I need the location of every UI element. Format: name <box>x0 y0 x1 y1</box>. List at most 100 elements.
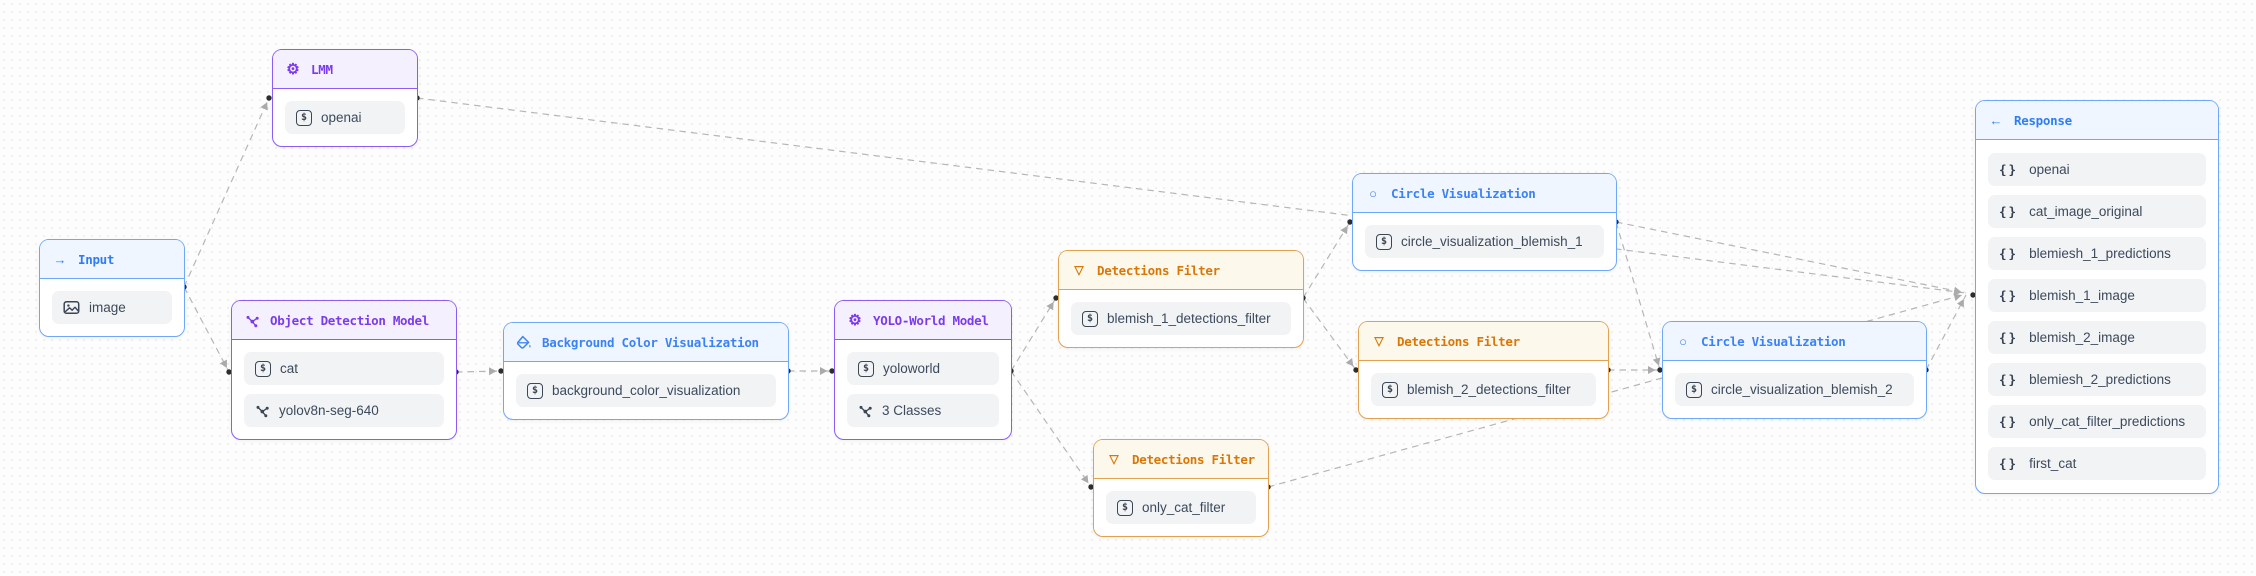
pill-label: openai <box>321 110 362 125</box>
node-detections-filter-only-cat-title: Detections Filter <box>1132 451 1255 467</box>
node-background-color-visualization-title: Background Color Visualization <box>542 334 759 350</box>
node-yolo-world-model-header: ⚙ YOLO-World Model <box>835 301 1011 340</box>
node-input-title: Input <box>78 251 115 267</box>
braces-icon: {} <box>1999 372 2019 387</box>
string-icon: $ <box>1082 310 1098 327</box>
string-icon: $ <box>296 109 312 126</box>
pill-circle-visualization-blemish-2[interactable]: $ circle_visualization_blemish_2 <box>1675 373 1914 406</box>
node-circle-visualization-blemish-2-header: ○ Circle Visualization <box>1663 322 1926 361</box>
node-circle-visualization-blemish-1[interactable]: ○ Circle Visualization $ circle_visualiz… <box>1352 173 1617 271</box>
edge-input-object_detection_model <box>183 286 230 373</box>
node-background-color-visualization[interactable]: Background Color Visualization $ backgro… <box>503 322 789 420</box>
pill-3-classes[interactable]: 3 Classes <box>847 394 999 427</box>
node-input[interactable]: → Input image <box>39 239 185 337</box>
pill-image[interactable]: image <box>52 291 172 324</box>
pill-label: cat_image_original <box>2029 204 2143 219</box>
string-icon: $ <box>1117 499 1133 516</box>
string-icon: $ <box>1382 381 1398 398</box>
braces-icon: {} <box>1999 414 2019 429</box>
braces-icon: {} <box>1999 288 2019 303</box>
string-icon: $ <box>527 382 543 399</box>
port-lmm-in[interactable] <box>266 95 272 101</box>
node-detections-filter-blemish-2-title: Detections Filter <box>1397 333 1520 349</box>
node-object-detection-model-title: Object Detection Model <box>270 312 429 328</box>
paint-bucket-icon <box>516 334 532 350</box>
pill-yoloworld[interactable]: $ yoloworld <box>847 352 999 385</box>
pill-cat[interactable]: $ cat <box>244 352 444 385</box>
pill-label: only_cat_filter_predictions <box>2029 414 2186 429</box>
edge-object_detection_model-background_color_visualization <box>455 367 502 376</box>
gear-icon: ⚙ <box>286 60 300 78</box>
node-circle-visualization-blemish-2[interactable]: ○ Circle Visualization $ circle_visualiz… <box>1662 321 1927 419</box>
string-icon: $ <box>1376 233 1392 250</box>
pill-response-cat-image-original[interactable]: {} cat_image_original <box>1988 195 2206 228</box>
pill-openai[interactable]: $ openai <box>285 101 405 134</box>
braces-icon: {} <box>1999 162 2019 177</box>
pill-label: yolov8n-seg-640 <box>279 403 379 418</box>
pill-label: only_cat_filter <box>1142 500 1226 515</box>
pill-label: yoloworld <box>883 361 941 376</box>
pill-label: blemish_2_detections_filter <box>1407 382 1571 397</box>
node-response-title: Response <box>2014 112 2072 128</box>
pill-only-cat-filter[interactable]: $ only_cat_filter <box>1106 491 1256 524</box>
edge-input-lmm <box>183 97 270 288</box>
pill-yolov8n-seg-640[interactable]: yolov8n-seg-640 <box>244 394 444 427</box>
edge-detections_filter_blemish_1-circle_visualization_blemish_1 <box>1302 221 1351 299</box>
braces-icon: {} <box>1999 456 2019 471</box>
node-input-header: → Input <box>40 240 184 279</box>
node-background-color-visualization-header: Background Color Visualization <box>504 323 788 362</box>
node-response-header: ← Response <box>1976 101 2218 140</box>
pill-label: blemish_1_detections_filter <box>1107 311 1271 326</box>
string-icon: $ <box>858 360 874 377</box>
pill-label: cat <box>280 361 299 376</box>
node-detections-filter-blemish-2-header: ▽ Detections Filter <box>1359 322 1608 361</box>
pill-response-blemiesh-1-predictions[interactable]: {} blemiesh_1_predictions <box>1988 237 2206 270</box>
string-icon: $ <box>1686 381 1702 398</box>
edge-yolo_world_model-detections_filter_only_cat <box>1010 370 1092 488</box>
node-object-detection-model[interactable]: Object Detection Model $ cat yolov8n-seg… <box>231 300 457 440</box>
node-detections-filter-blemish-2[interactable]: ▽ Detections Filter $ blemish_2_detectio… <box>1358 321 1609 419</box>
node-lmm-header: ⚙ LMM <box>273 50 417 89</box>
pill-response-first-cat[interactable]: {} first_cat <box>1988 447 2206 480</box>
pill-response-openai[interactable]: {} openai <box>1988 153 2206 186</box>
pill-label: openai <box>2029 162 2070 177</box>
node-detections-filter-only-cat[interactable]: ▽ Detections Filter $ only_cat_filter <box>1093 439 1269 537</box>
model-icon <box>244 312 260 328</box>
pill-label: 3 Classes <box>882 403 942 418</box>
pill-response-blemish-1-image[interactable]: {} blemish_1_image <box>1988 279 2206 312</box>
arrow-left-icon: ← <box>1989 112 2003 128</box>
pill-response-blemiesh-2-predictions[interactable]: {} blemiesh_2_predictions <box>1988 363 2206 396</box>
pill-label: blemish_1_image <box>2029 288 2135 303</box>
pill-response-only-cat-filter-predictions[interactable]: {} only_cat_filter_predictions <box>1988 405 2206 438</box>
node-lmm[interactable]: ⚙ LMM $ openai <box>272 49 418 147</box>
node-detections-filter-only-cat-header: ▽ Detections Filter <box>1094 440 1268 479</box>
edge-circle_visualization_blemish_1-response <box>1615 221 1967 295</box>
node-circle-visualization-blemish-2-title: Circle Visualization <box>1701 333 1846 349</box>
node-response[interactable]: ← Response {} openai {} cat_image_origin… <box>1975 100 2219 494</box>
pill-label: circle_visualization_blemish_1 <box>1401 234 1583 249</box>
node-yolo-world-model[interactable]: ⚙ YOLO-World Model $ yoloworld 3 Classes <box>834 300 1012 440</box>
pill-circle-visualization-blemish-1[interactable]: $ circle_visualization_blemish_1 <box>1365 225 1604 258</box>
pill-response-blemish-2-image[interactable]: {} blemish_2_image <box>1988 321 2206 354</box>
node-object-detection-model-header: Object Detection Model <box>232 301 456 340</box>
pill-blemish-2-detections-filter[interactable]: $ blemish_2_detections_filter <box>1371 373 1596 406</box>
model-icon <box>255 403 270 418</box>
pill-label: background_color_visualization <box>552 383 741 398</box>
braces-icon: {} <box>1999 204 2019 219</box>
edge-detections_filter_blemish_1-detections_filter_blemish_2 <box>1302 297 1357 371</box>
node-yolo-world-model-title: YOLO-World Model <box>873 312 989 328</box>
node-circle-visualization-blemish-1-title: Circle Visualization <box>1391 185 1536 201</box>
pill-background-color-visualization[interactable]: $ background_color_visualization <box>516 374 776 407</box>
braces-icon: {} <box>1999 246 2019 261</box>
pill-blemish-1-detections-filter[interactable]: $ blemish_1_detections_filter <box>1071 302 1291 335</box>
gear-icon: ⚙ <box>848 311 862 329</box>
node-circle-visualization-blemish-1-header: ○ Circle Visualization <box>1353 174 1616 213</box>
funnel-icon: ▽ <box>1109 452 1119 466</box>
braces-icon: {} <box>1999 330 2019 345</box>
pill-label: blemiesh_2_predictions <box>2029 372 2171 387</box>
pill-label: circle_visualization_blemish_2 <box>1711 382 1893 397</box>
node-detections-filter-blemish-1[interactable]: ▽ Detections Filter $ blemish_1_detectio… <box>1058 250 1304 348</box>
pill-label: first_cat <box>2029 456 2077 471</box>
image-icon <box>63 300 80 315</box>
